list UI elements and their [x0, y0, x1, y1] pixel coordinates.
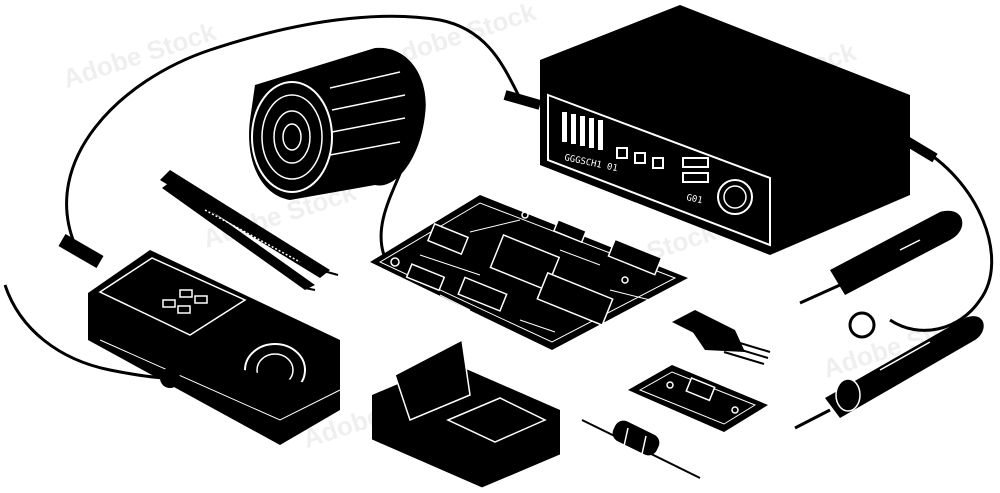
tweezers-icon: [160, 170, 339, 291]
side-label: G01: [685, 193, 703, 206]
transistor-icon: [672, 310, 771, 365]
multimeter-icon: [58, 233, 341, 445]
probe-icon: [794, 316, 984, 430]
power-supply-icon: GGGSCH1 01 G01: [503, 5, 938, 255]
solder-spool-icon: [249, 47, 426, 200]
circuit-board-icon: [370, 195, 688, 350]
module-icon: [628, 365, 768, 432]
soldering-iron-icon: [799, 210, 963, 339]
resistor-icon: [581, 419, 701, 479]
soldering-stand-icon: [371, 338, 561, 489]
